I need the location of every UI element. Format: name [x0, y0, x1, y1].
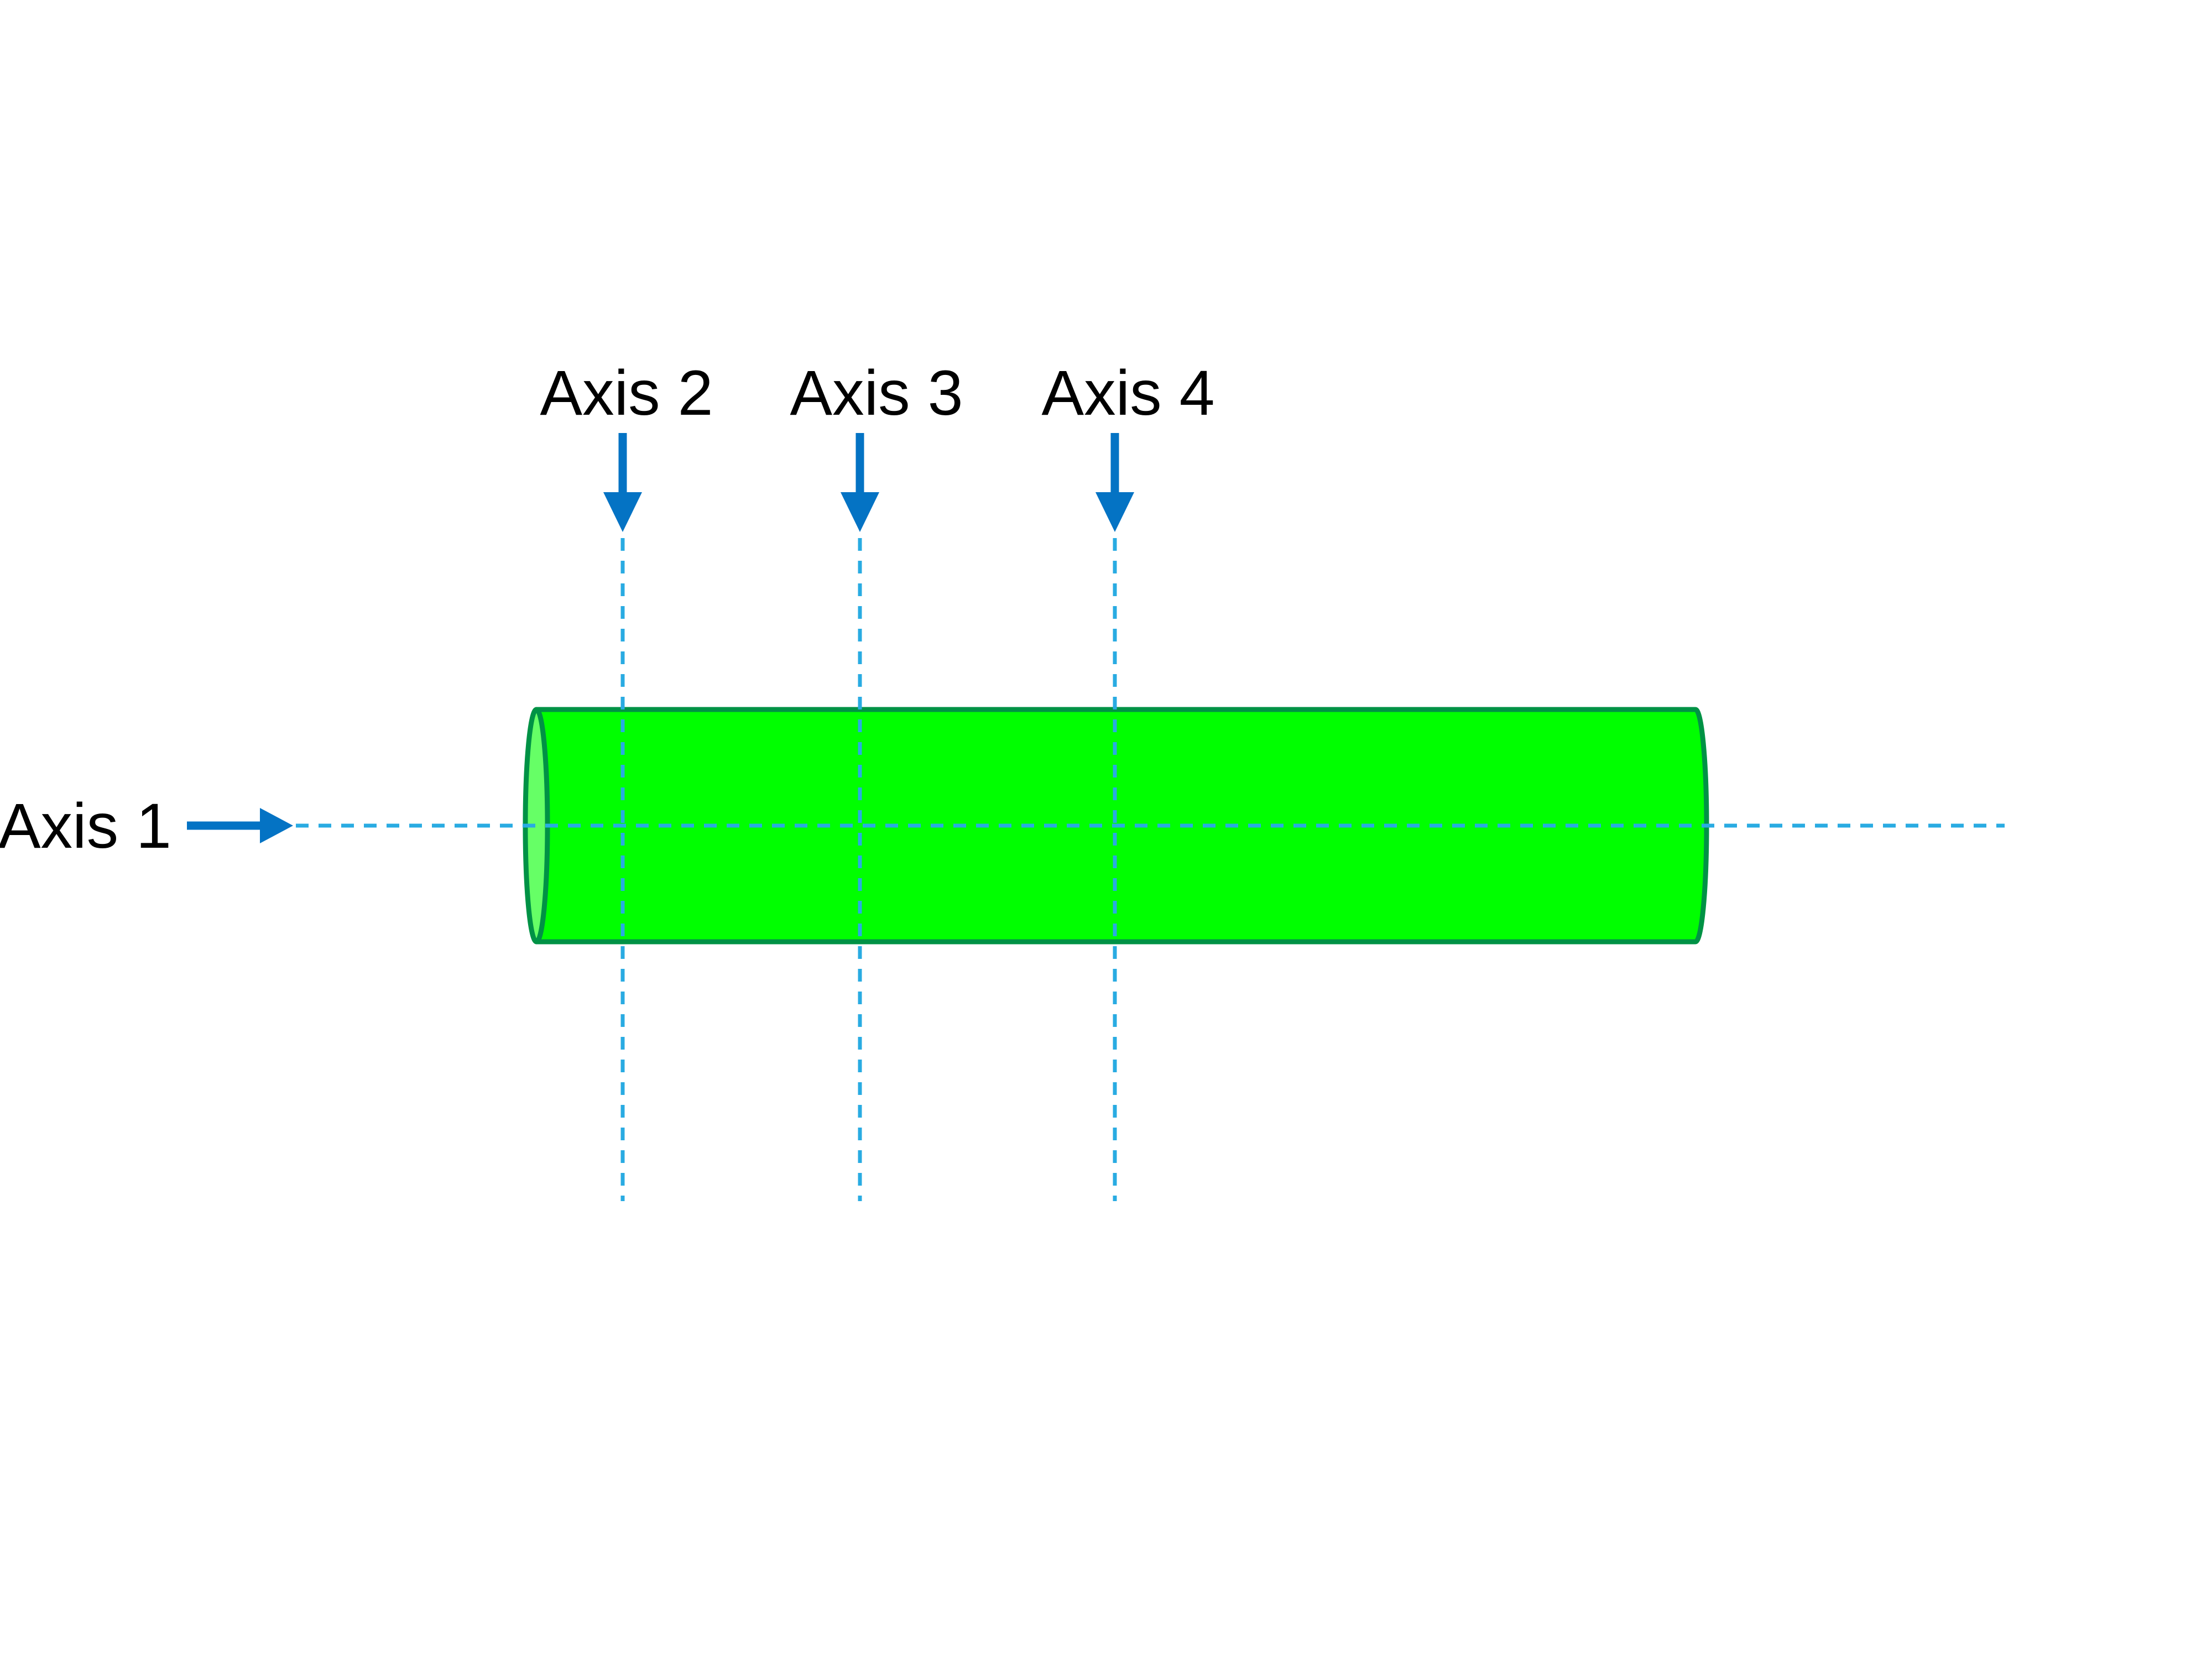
- axis2-arrow-head: [603, 492, 642, 532]
- axis1-label: Axis 1: [0, 791, 171, 862]
- axis3-arrow-icon: [841, 433, 879, 532]
- axis1-arrow-head: [260, 808, 293, 843]
- axis3-label: Axis 3: [790, 358, 963, 429]
- axis4-arrow-icon: [1095, 433, 1134, 532]
- axis2-arrow-icon: [603, 433, 642, 532]
- axis4-label: Axis 4: [1041, 358, 1214, 429]
- axis1-arrow-icon: [187, 808, 293, 843]
- axis4-arrow-head: [1095, 492, 1134, 532]
- axis3-arrow-head: [841, 492, 879, 532]
- axis2-label: Axis 2: [540, 358, 713, 429]
